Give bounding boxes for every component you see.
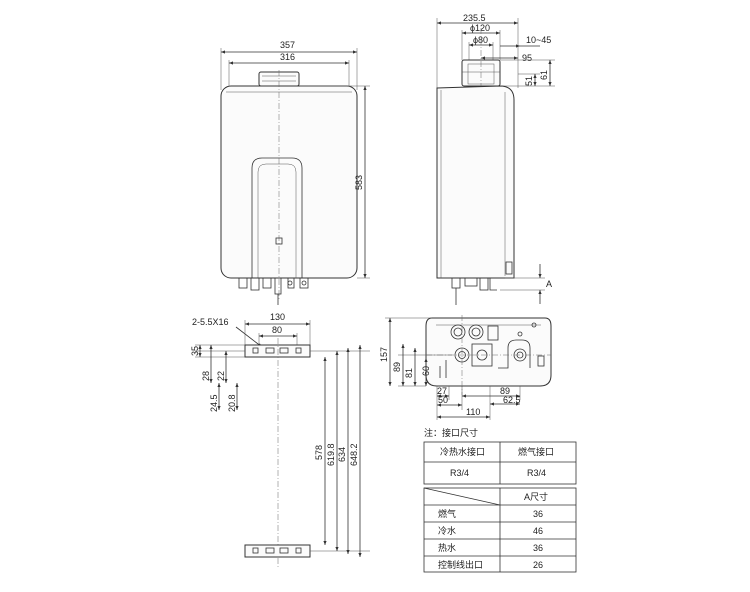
side-flue-height-b: 61: [539, 70, 549, 80]
bottom-h-157: 157: [379, 347, 389, 362]
a-size-table: A尺寸 燃气 36 冷水 46 热水 36 控制线出口 26: [423, 487, 577, 573]
bracket-h-578: 578: [314, 445, 324, 460]
bottom-w-89: 89: [500, 386, 510, 396]
bracket-holes: 2-5.5X16: [192, 317, 229, 327]
heater-front-body: [220, 85, 358, 279]
front-height: 583: [354, 175, 364, 190]
bracket-top-inner: 80: [272, 325, 282, 335]
side-flue-inner: ϕ80: [473, 35, 488, 45]
bracket-h-648-2: 648.2: [349, 443, 359, 466]
front-view: 357 316: [220, 40, 370, 305]
note-header-gas: 燃气接口: [518, 446, 554, 457]
connection-size-table: 注：接口尺寸 冷热水接口 燃气接口 R3/4 R3/4: [423, 427, 577, 485]
side-depth: 235.5: [463, 13, 486, 23]
bracket-v-20-8: 20.8: [227, 394, 237, 412]
bottom-w-62-5: 62.5: [503, 395, 521, 405]
bottom-w-110: 110: [466, 407, 480, 417]
a-table-row-label: 冷水: [438, 525, 456, 536]
a-table-row-value: 46: [533, 526, 543, 536]
heater-bottom-body: [425, 317, 552, 387]
bracket-view: 2-5.5X16 130 80 35 28 22: [190, 312, 370, 568]
side-flue-outer: ϕ120: [470, 23, 490, 33]
bracket-h-634: 634: [337, 447, 347, 462]
side-offset: 95: [522, 53, 532, 63]
a-table-header: A尺寸: [524, 491, 548, 502]
bottom-w-27: 27: [437, 386, 447, 396]
side-offset-range: 10~45: [526, 35, 551, 45]
bracket-v-22: 22: [216, 371, 226, 381]
bottom-w-50: 50: [438, 395, 448, 405]
front-width-outer: 357: [280, 40, 295, 50]
bracket-v-28: 28: [201, 371, 211, 381]
bracket-top-width: 130: [270, 312, 285, 322]
bottom-h-81: 81: [404, 368, 414, 378]
a-table-row-value: 36: [533, 509, 543, 519]
bottom-view: 157 89 81 60 27 50 89 62.5 110: [379, 315, 552, 420]
bracket-v-35: 35: [190, 346, 200, 356]
bracket-h-619-8: 619.8: [326, 443, 336, 466]
front-width-inner: 316: [280, 52, 295, 62]
a-table-row-value: 36: [533, 543, 543, 553]
note-title: 注：接口尺寸: [424, 427, 478, 438]
side-view: 235.5 ϕ120 ϕ80 10~45 95 51 61: [436, 13, 555, 305]
note-value-water: R3/4: [450, 468, 469, 478]
note-header-water: 冷热水接口: [440, 446, 485, 457]
side-a-label: A: [546, 279, 552, 289]
bottom-h-60: 60: [421, 366, 431, 376]
heater-side-body: [436, 85, 515, 279]
note-value-gas: R3/4: [527, 468, 546, 478]
a-table-row-label: 热水: [438, 542, 456, 553]
side-flue-height-a: 51: [524, 76, 534, 86]
bottom-h-89: 89: [392, 362, 402, 372]
a-table-row-label: 控制线出口: [438, 559, 483, 570]
a-table-row-label: 燃气: [438, 508, 456, 519]
bracket-v-24-5: 24.5: [209, 394, 219, 412]
a-table-row-value: 26: [533, 560, 543, 570]
